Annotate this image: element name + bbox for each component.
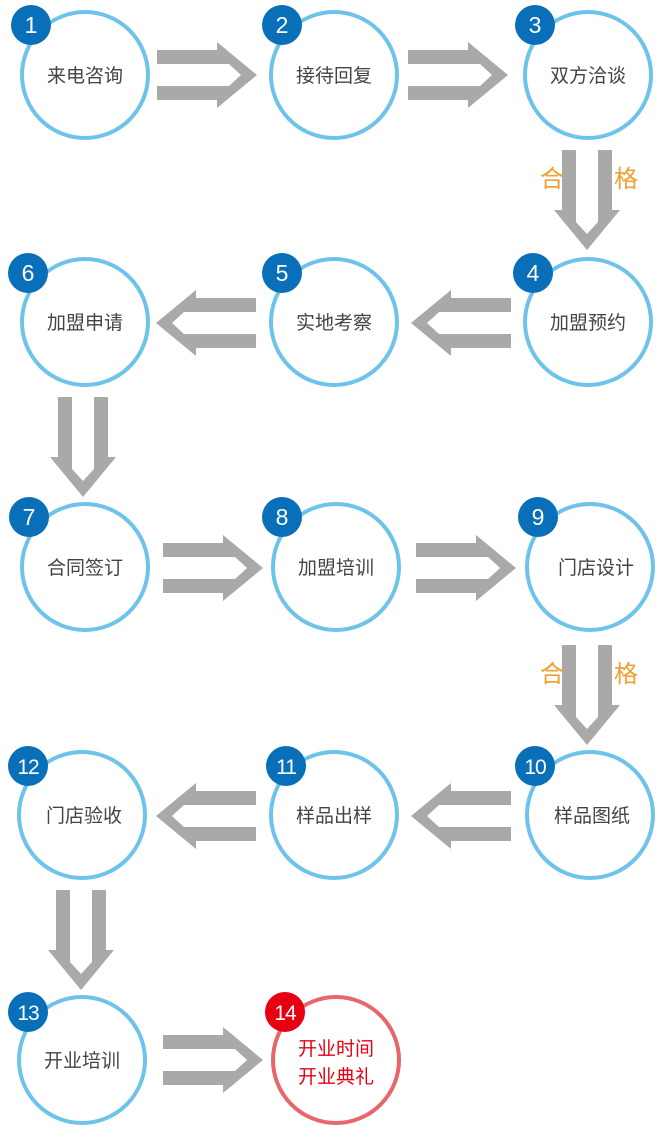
step-11: 11 样品出样 <box>266 746 399 880</box>
step-number-badge <box>11 5 51 45</box>
step-circle <box>523 257 653 387</box>
step-label-line2: 开业典礼 <box>298 1066 374 1088</box>
step-number-badge-final <box>265 992 305 1032</box>
step-label: 门店设计 <box>558 557 634 579</box>
step-label: 加盟预约 <box>550 312 626 334</box>
step-label: 接待回复 <box>296 65 372 87</box>
step-label: 样品图纸 <box>554 805 630 827</box>
qualify-label-right: 格 <box>614 660 638 688</box>
step-label: 双方洽谈 <box>550 65 626 87</box>
step-label-line1: 开业时间 <box>298 1038 374 1060</box>
step-number: 4 <box>527 260 540 286</box>
arrow-right-icon <box>163 1027 263 1093</box>
step-9: 9 门店设计 <box>518 497 655 632</box>
step-label: 实地考察 <box>296 312 372 334</box>
step-label: 来电咨询 <box>47 65 123 87</box>
arrow-down-icon <box>50 397 116 497</box>
arrow-right-icon <box>416 535 516 601</box>
step-circle <box>523 10 653 140</box>
step-number: 11 <box>276 756 296 779</box>
step-circle <box>17 750 147 880</box>
qualify-label-left: 合 <box>540 660 564 688</box>
step-number: 7 <box>23 504 36 530</box>
step-circle <box>20 502 150 632</box>
step-4: 4 加盟预约 <box>513 253 653 387</box>
step-6: 6 加盟申请 <box>8 253 150 387</box>
step-circle <box>271 502 401 632</box>
arrow-left-icon <box>411 290 511 356</box>
step-circle <box>269 257 399 387</box>
step-label: 开业培训 <box>44 1050 120 1072</box>
step-number: 2 <box>276 12 289 38</box>
step-number-badge <box>513 253 553 293</box>
step-number-badge <box>8 746 48 786</box>
step-number-badge <box>9 497 49 537</box>
step-label: 样品出样 <box>296 805 372 827</box>
step-number: 12 <box>17 756 39 779</box>
arrow-right-icon <box>157 42 257 108</box>
step-2: 2 接待回复 <box>262 5 399 140</box>
step-label: 加盟申请 <box>47 312 123 334</box>
step-number: 13 <box>17 1002 39 1025</box>
step-12: 12 门店验收 <box>8 746 147 880</box>
step-number: 5 <box>276 260 289 286</box>
step-circle-final <box>271 995 401 1125</box>
step-number-badge <box>266 746 306 786</box>
step-label: 门店验收 <box>46 805 122 827</box>
step-circle <box>269 750 399 880</box>
step-5: 5 实地考察 <box>262 253 399 387</box>
arrow-down-icon <box>554 645 620 745</box>
step-circle <box>17 995 147 1125</box>
step-number-badge <box>262 253 302 293</box>
step-number-badge <box>8 253 48 293</box>
step-13: 13 开业培训 <box>8 992 147 1125</box>
step-14: 14 开业时间 开业典礼 <box>265 992 401 1125</box>
qualify-label-right: 格 <box>614 165 638 193</box>
arrow-left-icon <box>156 290 256 356</box>
step-8: 8 加盟培训 <box>262 497 401 632</box>
step-number-badge <box>262 5 302 45</box>
step-circle <box>20 10 150 140</box>
step-number-badge <box>518 497 558 537</box>
step-number-badge <box>515 746 555 786</box>
step-number: 8 <box>276 504 289 530</box>
step-10: 10 样品图纸 <box>515 746 655 880</box>
step-number: 1 <box>25 12 38 38</box>
step-circle <box>20 257 150 387</box>
step-number-badge <box>515 5 555 45</box>
step-number: 3 <box>529 12 542 38</box>
step-number-badge <box>8 992 48 1032</box>
arrow-right-icon <box>163 535 263 601</box>
step-label: 合同签订 <box>47 557 123 579</box>
step-label: 加盟培训 <box>298 557 374 579</box>
arrow-down-icon <box>554 150 620 250</box>
arrow-left-icon <box>411 783 511 849</box>
step-3: 3 双方洽谈 <box>515 5 653 140</box>
step-7: 7 合同签订 <box>9 497 150 632</box>
step-number: 14 <box>274 1002 297 1025</box>
step-circle <box>269 10 399 140</box>
qualify-label-left: 合 <box>540 165 564 193</box>
step-number: 10 <box>524 756 546 779</box>
arrow-down-icon <box>48 890 114 990</box>
arrow-left-icon <box>156 783 256 849</box>
step-circle <box>525 750 655 880</box>
step-number: 9 <box>532 504 545 530</box>
step-number-badge <box>262 497 302 537</box>
arrow-right-icon <box>408 42 508 108</box>
step-circle <box>525 502 655 632</box>
step-1: 1 来电咨询 <box>11 5 150 140</box>
step-number: 6 <box>22 260 35 286</box>
